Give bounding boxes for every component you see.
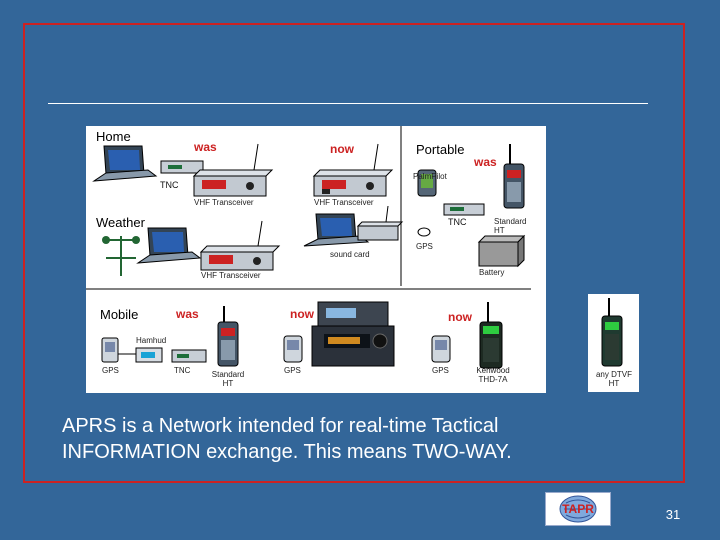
gps-label: GPS — [102, 366, 119, 375]
tnc-icon — [443, 203, 485, 216]
laptop-icon — [136, 227, 202, 264]
body-line-1: APRS is a Network intended for real-time… — [62, 415, 499, 437]
tnc-label: TNC — [174, 366, 191, 375]
battery-label: Battery — [479, 268, 505, 277]
radio-icon — [199, 220, 281, 271]
globe-logo-icon: TAPR — [559, 495, 597, 523]
gps-icon — [101, 337, 119, 363]
gps-label: GPS — [284, 366, 301, 375]
soundcard-label: sound card — [330, 250, 370, 259]
diagram-drawing — [86, 126, 531, 369]
radio-icon — [312, 143, 394, 197]
radio-icon — [356, 205, 404, 241]
kenwood-ht-icon — [479, 302, 503, 369]
palmpilot-label: PalmPilot — [413, 172, 447, 181]
section-weather: Weather — [96, 215, 145, 230]
mobile-radio-icon — [311, 301, 395, 367]
kenwood-label: Kenwood THD-7A — [476, 366, 510, 384]
standard-ht-label: Standard HT — [211, 370, 245, 388]
vhf-label: VHF Transceiver — [314, 198, 374, 207]
tnc-label: TNC — [160, 180, 179, 190]
now-label: now — [330, 142, 354, 156]
aprs-diagram: Home was now Portable was TNC VHF Transc… — [86, 126, 546, 393]
handheld-radio-icon — [503, 144, 525, 209]
hamhud-label: Hamhud — [136, 336, 167, 345]
was-label: was — [474, 155, 497, 169]
tnc-label: TNC — [448, 217, 467, 227]
radio-icon — [192, 143, 274, 197]
vhf-label: VHF Transceiver — [201, 271, 261, 280]
wind-sensor-icon — [102, 236, 140, 276]
palm-pilot-icon — [417, 169, 437, 197]
gps-icon — [417, 227, 431, 237]
tnc-icon — [160, 160, 204, 174]
section-mobile: Mobile — [100, 307, 139, 322]
section-home: Home — [96, 129, 131, 144]
side-caption: any DTVF HT — [595, 370, 632, 388]
body-line-2: INFORMATION exchange. This means TWO-WAY… — [62, 441, 512, 463]
gps-label: GPS — [432, 366, 449, 375]
was-label: was — [194, 140, 217, 154]
vhf-label: VHF Transceiver — [194, 198, 254, 207]
laptop-icon — [303, 213, 370, 247]
handheld-radio-icon — [217, 306, 239, 367]
gps-label: GPS — [416, 242, 433, 251]
slide-frame — [23, 23, 685, 483]
dtmf-ht-image: any DTVF HT — [588, 294, 639, 392]
gps-icon — [283, 335, 303, 363]
standard-ht-label: Standard HT — [494, 217, 527, 235]
tnc-icon — [171, 349, 207, 363]
gps-icon — [431, 335, 451, 363]
battery-icon — [477, 234, 526, 268]
page-number: 31 — [665, 507, 681, 522]
laptop-icon — [92, 145, 158, 182]
slide-body-text: APRS is a Network intended for real-time… — [62, 413, 672, 465]
tapr-logo: TAPR — [545, 492, 611, 526]
hamhud-icon — [118, 347, 163, 363]
was-label: was — [176, 307, 199, 321]
handheld-radio-icon — [601, 298, 623, 367]
section-portable: Portable — [416, 142, 465, 157]
title-rule — [48, 103, 648, 104]
now-label: now — [290, 307, 314, 321]
logo-text: TAPR — [562, 502, 594, 516]
now-label: now — [448, 310, 472, 324]
